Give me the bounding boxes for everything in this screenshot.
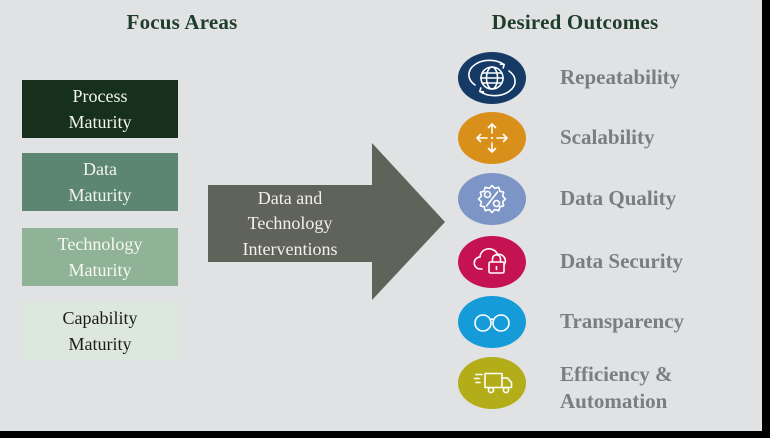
outcome-label-data-quality: Data Quality: [560, 186, 677, 211]
eyeglasses-icon: [458, 296, 526, 348]
globe-icon: [458, 52, 526, 104]
focus-box-process-maturity: Process Maturity: [22, 80, 178, 138]
delivery-truck-icon: [458, 357, 526, 409]
outcome-label-repeatability: Repeatability: [560, 65, 681, 90]
outcome-label-scalability: Scalability: [560, 125, 655, 150]
cloud-lock-icon: [458, 236, 526, 288]
arrow-polygon: [208, 143, 445, 300]
frame-right: [762, 0, 770, 438]
frame-bottom: [0, 431, 770, 438]
focus-box-technology-maturity: Technology Maturity: [22, 228, 178, 286]
percent-seal-icon: [458, 173, 526, 225]
focus-box-capability-maturity: Capability Maturity: [22, 302, 178, 360]
focus-areas-title: Focus Areas: [126, 10, 238, 34]
focus-box-data-maturity: Data Maturity: [22, 153, 178, 211]
arrow-label: Data and Technology Interventions: [242, 187, 338, 259]
outcome-label-transparency: Transparency: [560, 309, 685, 334]
expand-arrows-icon: [458, 112, 526, 164]
outcome-label-efficiency-automation: Efficiency & Automation: [560, 361, 673, 413]
outcome-label-data-security: Data Security: [560, 249, 684, 274]
right-arrow-shape: [208, 143, 445, 300]
desired-outcomes-title: Desired Outcomes: [491, 10, 659, 34]
